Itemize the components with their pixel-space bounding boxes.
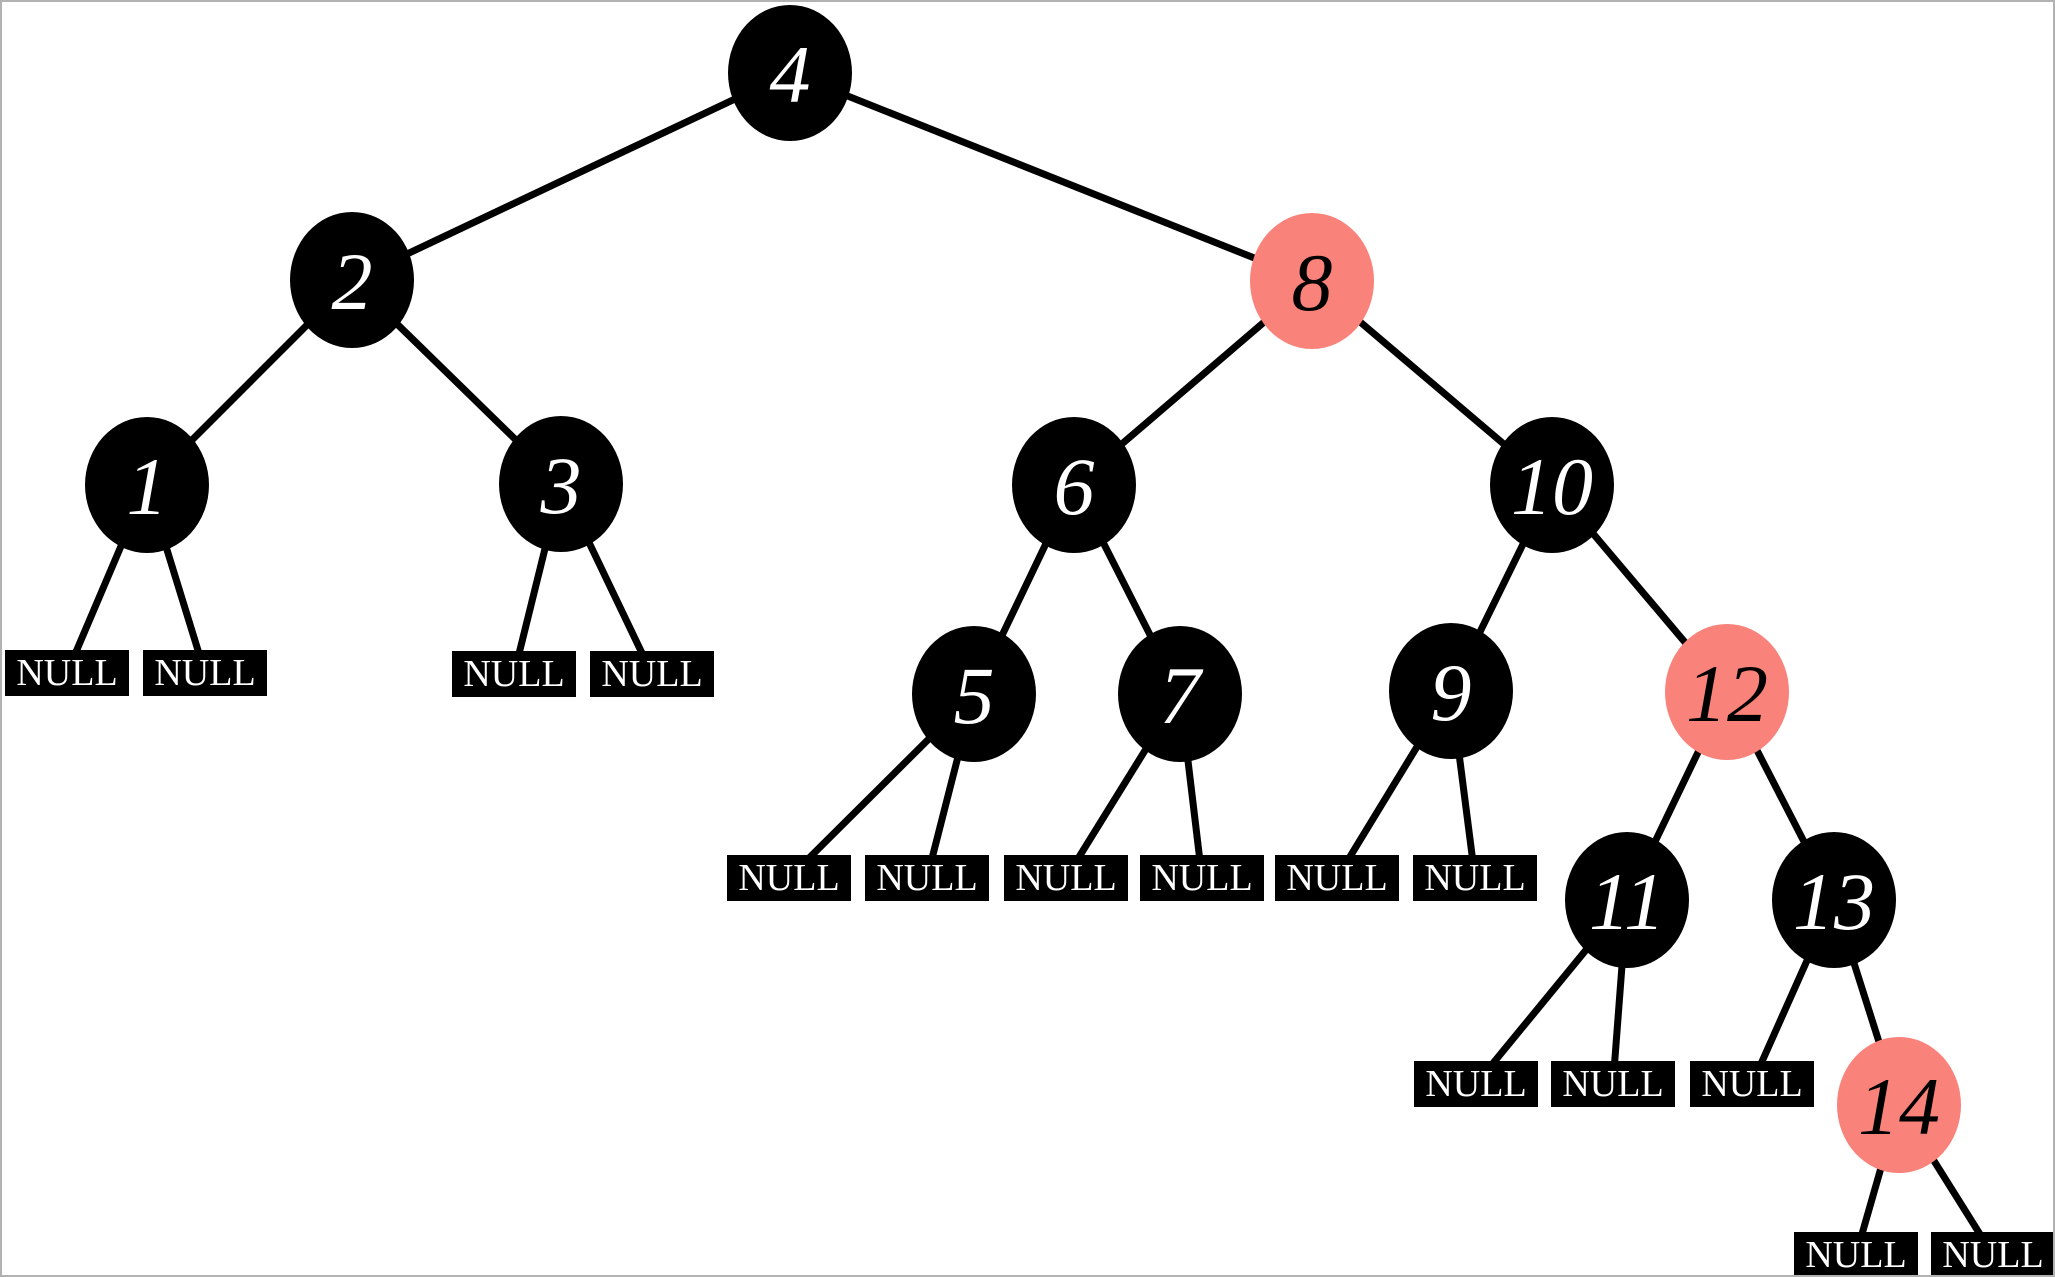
node-value-label: 3: [540, 440, 582, 531]
tree-node-14: 14: [1837, 1037, 1961, 1173]
null-leaf: NULL: [1413, 855, 1537, 901]
tree-node-1: 1: [85, 417, 209, 553]
tree-node-7: 7: [1118, 626, 1242, 762]
node-value-label: 8: [1291, 237, 1333, 328]
tree-node-2: 2: [290, 212, 414, 348]
node-value-label: 9: [1430, 647, 1472, 738]
null-leaf-label: NULL: [1151, 857, 1253, 899]
null-leaf-label: NULL: [1562, 1063, 1664, 1105]
null-leaf: NULL: [1275, 855, 1399, 901]
null-leaf: NULL: [1690, 1061, 1814, 1107]
node-value-label: 13: [1793, 856, 1875, 947]
node-value-label: 4: [769, 29, 811, 120]
edge-4-2: [350, 69, 792, 284]
tree-node-12: 12: [1665, 624, 1789, 760]
node-value-label: 1: [126, 441, 168, 532]
null-leaf-label: NULL: [154, 652, 256, 694]
node-value-label: 10: [1511, 441, 1593, 532]
tree-node-6: 6: [1012, 417, 1136, 553]
node-value-label: 7: [1159, 650, 1201, 741]
null-leaf-label: NULL: [1805, 1234, 1907, 1276]
null-leaf: NULL: [590, 651, 714, 697]
null-leaf-label: NULL: [738, 857, 840, 899]
null-leaf: NULL: [1140, 855, 1264, 901]
tree-node-5: 5: [912, 626, 1036, 762]
tree-node-11: 11: [1565, 832, 1689, 968]
null-leaf-label: NULL: [1942, 1234, 2044, 1276]
null-leaf-label: NULL: [1015, 857, 1117, 899]
node-value-label: 6: [1053, 441, 1095, 532]
node-value-label: 2: [331, 236, 373, 327]
null-leaf-label: NULL: [1425, 1063, 1527, 1105]
node-value-label: 11: [1589, 856, 1665, 947]
tree-node-3: 3: [499, 416, 623, 552]
tree-node-8: 8: [1250, 213, 1374, 349]
null-leaf: NULL: [1004, 855, 1128, 901]
null-leaf-label: NULL: [1424, 857, 1526, 899]
tree-node-13: 13: [1772, 832, 1896, 968]
null-leaf: NULL: [143, 650, 267, 696]
null-leaf: NULL: [452, 651, 576, 697]
null-leaf-label: NULL: [876, 857, 978, 899]
null-leaf-label: NULL: [1701, 1063, 1803, 1105]
null-leaf: NULL: [5, 650, 129, 696]
node-value-label: 14: [1858, 1061, 1940, 1152]
null-leaf-label: NULL: [601, 653, 703, 695]
tree-node-9: 9: [1389, 623, 1513, 759]
tree-node-4: 4: [728, 5, 852, 141]
null-leaf: NULL: [1931, 1232, 2053, 1276]
tree-node-10: 10: [1490, 417, 1614, 553]
null-leaf: NULL: [865, 855, 989, 901]
null-leaf: NULL: [1414, 1061, 1538, 1107]
edge-4-8: [788, 69, 1314, 285]
null-leaf: NULL: [1794, 1232, 1918, 1276]
node-value-label: 12: [1686, 648, 1768, 739]
null-leaf: NULL: [727, 855, 851, 901]
null-leaf: NULL: [1551, 1061, 1675, 1107]
null-leaf-label: NULL: [16, 652, 118, 694]
null-leaf-label: NULL: [463, 653, 565, 695]
node-value-label: 5: [953, 650, 995, 741]
null-leaf-label: NULL: [1286, 857, 1388, 899]
